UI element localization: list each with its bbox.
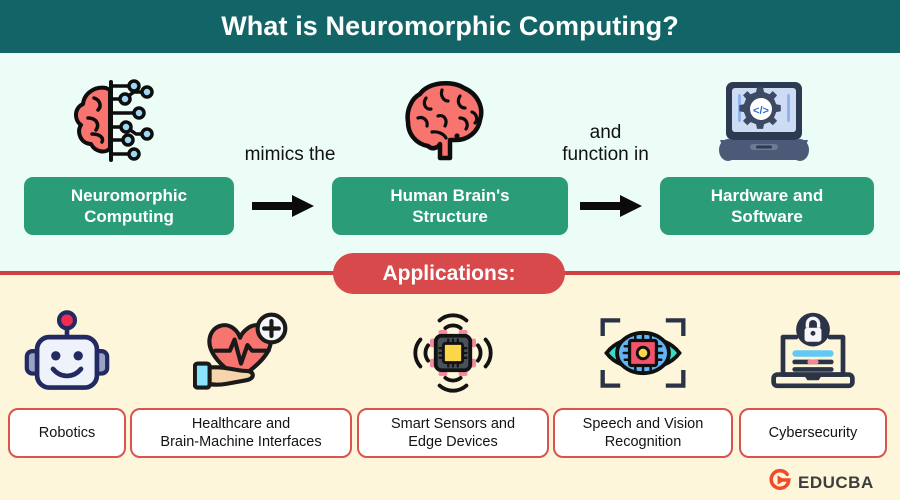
connector-label-0: mimics the: [244, 144, 336, 165]
svg-text:</>: </>: [753, 105, 769, 117]
application-label-box: Robotics: [8, 408, 126, 458]
flow-step-label: Neuromorphic Computing: [70, 186, 188, 226]
application-label: Smart Sensors and Edge Devices: [390, 416, 516, 450]
application-item-robotics[interactable]: Robotics: [8, 305, 126, 458]
heart-hand-icon: [193, 305, 289, 400]
application-label: Cybersecurity: [768, 425, 858, 441]
arrow-right-icon-0: [252, 193, 314, 219]
application-item-healthcare[interactable]: Healthcare and Brain-Machine Interfaces: [130, 305, 352, 458]
application-label: Robotics: [38, 425, 96, 441]
application-item-speech-vision[interactable]: Speech and Vision Recognition: [553, 305, 733, 458]
application-label-box: Smart Sensors and Edge Devices: [357, 408, 549, 458]
chip-signal-icon: [407, 305, 499, 400]
header-banner: What is Neuromorphic Computing?: [0, 0, 900, 53]
application-label-box: Cybersecurity: [739, 408, 887, 458]
applications-section: [0, 275, 900, 500]
connector-label-1: and function in: [562, 122, 649, 165]
flow-step-label: Hardware and Software: [710, 186, 824, 226]
application-label-box: Healthcare and Brain-Machine Interfaces: [130, 408, 352, 458]
educba-logo-text: EDUCBA: [798, 472, 874, 492]
application-label: Speech and Vision Recognition: [582, 416, 704, 450]
flow-step-label: Human Brain's Structure: [390, 186, 510, 226]
page-title: What is Neuromorphic Computing?: [221, 11, 679, 41]
brain-circuit-icon: [62, 70, 162, 170]
educba-mark-icon: [768, 468, 792, 497]
flow-step-neuromorphic-computing[interactable]: Neuromorphic Computing: [24, 177, 234, 235]
application-label-box: Speech and Vision Recognition: [553, 408, 733, 458]
laptop-lock-icon: [768, 305, 858, 400]
application-item-smart-sensors[interactable]: Smart Sensors and Edge Devices: [357, 305, 549, 458]
application-item-cybersecurity[interactable]: Cybersecurity: [739, 305, 887, 458]
arrow-right-icon-1: [580, 193, 642, 219]
applications-badge: Applications:: [333, 253, 565, 294]
educba-logo: EDUCBA: [768, 468, 874, 497]
brain-icon: [398, 74, 492, 166]
robot-icon: [23, 305, 111, 400]
flow-step-hardware-and-software[interactable]: Hardware and Software: [660, 177, 874, 235]
laptop-gear-code-icon: </>: [714, 78, 814, 164]
eye-scan-chip-icon: [595, 305, 691, 400]
flow-step-human-brain-structure[interactable]: Human Brain's Structure: [332, 177, 568, 235]
applications-badge-label: Applications:: [382, 261, 516, 285]
application-label: Healthcare and Brain-Machine Interfaces: [160, 416, 322, 450]
